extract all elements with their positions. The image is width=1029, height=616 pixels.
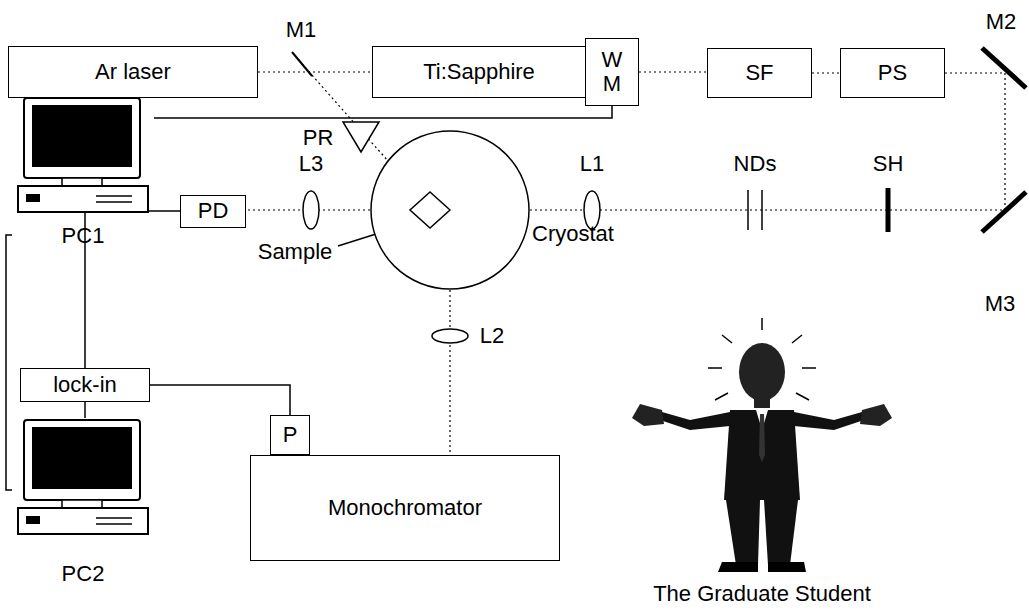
part-label: M3 bbox=[985, 292, 1016, 316]
part-label: NDs bbox=[734, 152, 777, 176]
part-label: Sample bbox=[258, 240, 333, 264]
node-label: Ar laser bbox=[95, 60, 171, 84]
computer-drawing bbox=[12, 96, 154, 216]
node-label: PS bbox=[878, 61, 907, 85]
node-label: SF bbox=[745, 61, 773, 85]
part-label: L1 bbox=[580, 152, 604, 176]
cryostat-outline bbox=[370, 130, 530, 290]
part-label: PR bbox=[303, 126, 334, 150]
node-label: Ti:Sapphire bbox=[423, 60, 535, 84]
signal-wire bbox=[6, 235, 12, 490]
part-label: L3 bbox=[299, 152, 323, 176]
part-label: The Graduate Student bbox=[653, 582, 871, 606]
lockin-box: lock-in bbox=[20, 368, 150, 402]
part-label: L2 bbox=[480, 324, 504, 348]
nd-filter bbox=[761, 190, 763, 230]
computer-icon: PC2 bbox=[12, 418, 154, 590]
cryostat-circle: Cryostat bbox=[370, 130, 530, 290]
mirror-m3 bbox=[982, 192, 1026, 232]
beam-path bbox=[812, 72, 840, 73]
mirror-m2 bbox=[982, 48, 1026, 88]
signal-wire bbox=[154, 106, 612, 118]
beam-path bbox=[258, 71, 372, 72]
beam-path bbox=[639, 71, 707, 72]
pmt-box: P bbox=[270, 415, 310, 455]
photodiode-box: PD bbox=[180, 195, 246, 228]
computer-icon: PC1 bbox=[12, 96, 154, 252]
part-label: SH bbox=[873, 152, 904, 176]
node-label: PC1 bbox=[62, 224, 105, 248]
part-label: M1 bbox=[286, 18, 317, 42]
laser-box: Ti:Sapphire bbox=[372, 46, 586, 98]
computer-drawing bbox=[12, 418, 154, 538]
prism-symbol bbox=[343, 122, 379, 152]
wavemeter-box: W M bbox=[585, 38, 639, 106]
lens-l2 bbox=[432, 329, 468, 343]
node-label: W M bbox=[599, 48, 625, 96]
node-label: Monochromator bbox=[328, 496, 482, 520]
node-label: PC2 bbox=[62, 562, 105, 586]
beam-path bbox=[449, 290, 450, 455]
filter-box: SF bbox=[707, 48, 812, 98]
shutter-symbol bbox=[886, 188, 891, 232]
signal-wire bbox=[84, 402, 86, 418]
sample-diamond bbox=[410, 192, 450, 228]
stabilizer-box: PS bbox=[840, 48, 945, 98]
lens-l3 bbox=[303, 191, 319, 229]
node-label: P bbox=[283, 423, 298, 447]
laser-box: Ar laser bbox=[8, 46, 258, 98]
student-figure bbox=[632, 318, 892, 572]
signal-wire bbox=[150, 385, 290, 415]
part-label: M2 bbox=[986, 10, 1017, 34]
node-label: Cryostat bbox=[532, 222, 614, 246]
node-label: lock-in bbox=[53, 373, 117, 397]
nd-filter bbox=[747, 190, 749, 230]
node-label: PD bbox=[198, 199, 229, 223]
monochromator-box: Monochromator bbox=[250, 455, 560, 561]
